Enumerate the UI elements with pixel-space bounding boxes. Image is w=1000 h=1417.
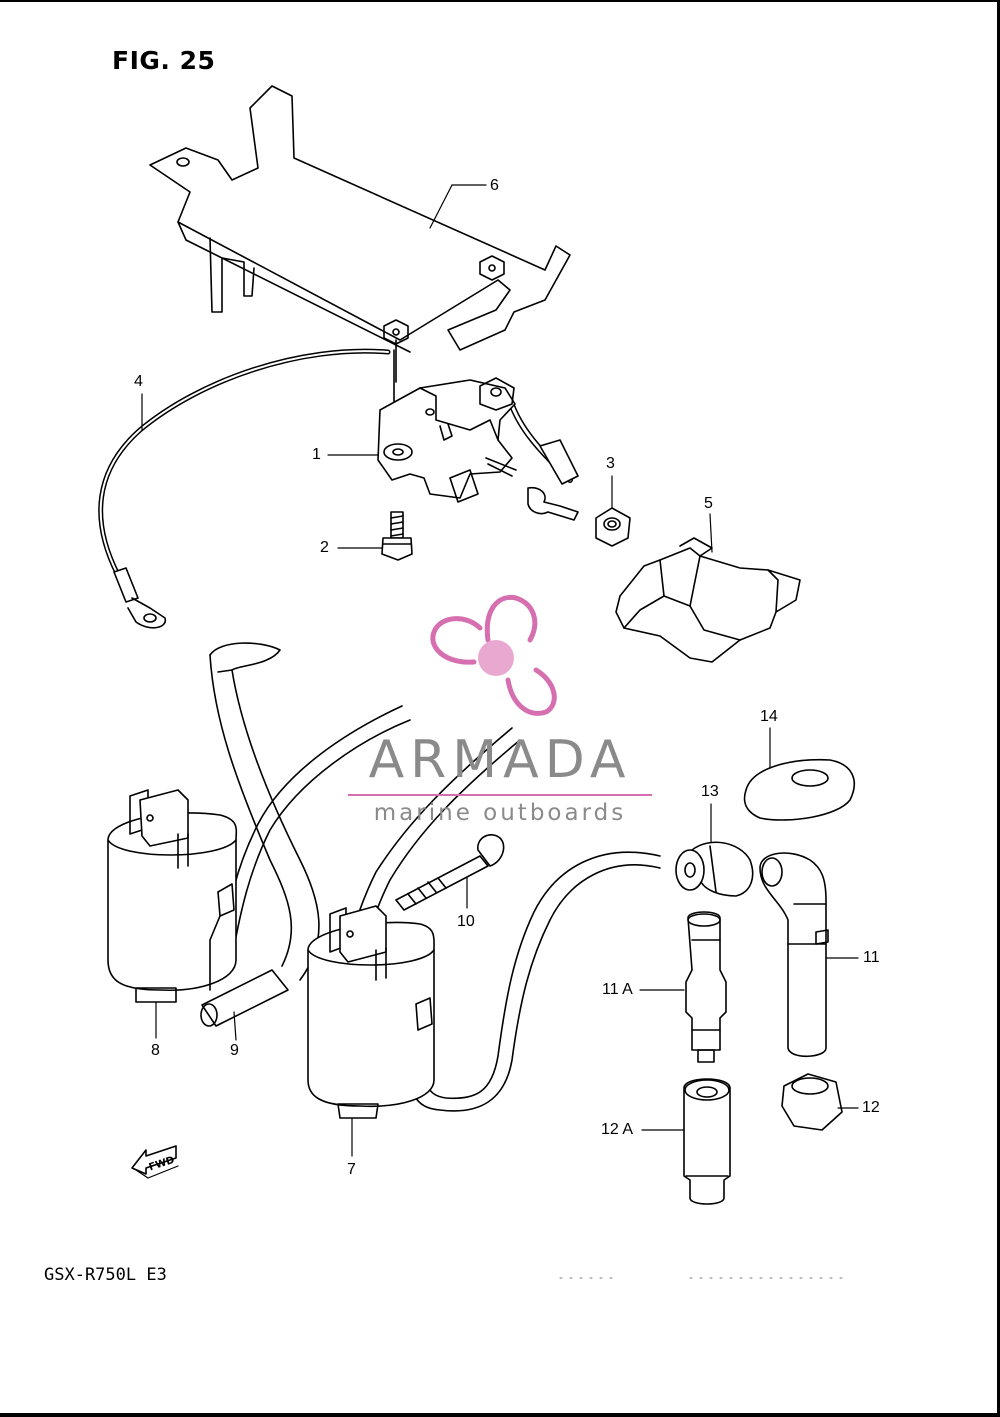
forward-arrow-icon: FWD [131, 1145, 179, 1179]
figure-title: FIG. 25 [112, 46, 216, 75]
watermark-rule [348, 794, 652, 796]
callout-6: 6 [490, 177, 499, 194]
callout-9: 9 [230, 1042, 239, 1059]
leader-5 [709, 513, 713, 553]
leader-lines [141, 184, 859, 1157]
cap-drawing [743, 758, 855, 821]
plug-nut-drawing [781, 1073, 843, 1131]
leader-6-diag [429, 184, 453, 229]
callout-14: 14 [760, 708, 778, 725]
callout-10: 10 [457, 913, 475, 930]
callout-11a: 11 A [602, 981, 633, 998]
callout-12: 12 [862, 1099, 880, 1116]
plug-cap-drawing [759, 852, 829, 1058]
starter-relay-drawing [377, 377, 579, 521]
ground-lead-drawing [98, 348, 579, 629]
armada-propeller-logo [430, 594, 557, 716]
callout-2: 2 [320, 539, 329, 556]
plug-connector-drawing [685, 911, 727, 1063]
callout-7: 7 [347, 1161, 356, 1178]
watermark-tagline: marine outboards [373, 800, 627, 826]
callout-3: 3 [606, 455, 615, 472]
callout-1: 1 [312, 446, 321, 463]
ignition-coil-left-drawing [107, 789, 238, 1003]
grommet-drawing [675, 841, 754, 897]
callout-13: 13 [701, 783, 719, 800]
callout-4: 4 [134, 373, 143, 390]
watermark-brand: ARMADA [368, 730, 632, 790]
sheet-border-bottom [0, 1413, 1000, 1417]
callout-11: 11 [863, 949, 880, 966]
relay-cover-drawing [615, 537, 801, 663]
sheet-border-right [997, 0, 1000, 1417]
bracket-drawing [149, 85, 571, 461]
callout-8: 8 [151, 1042, 160, 1059]
leader-9 [233, 1011, 237, 1041]
sheet-border-top [0, 0, 1000, 2]
nut-drawing [595, 507, 631, 547]
sleeve-drawing [683, 1078, 731, 1205]
ignition-coil-right-drawing [307, 905, 435, 1119]
screw-drawing [381, 511, 413, 561]
model-code: GSX-R750L E3 [44, 1265, 167, 1285]
callout-5: 5 [704, 495, 713, 512]
bolt-drawing [395, 834, 505, 911]
callout-12a: 12 A [601, 1121, 634, 1138]
